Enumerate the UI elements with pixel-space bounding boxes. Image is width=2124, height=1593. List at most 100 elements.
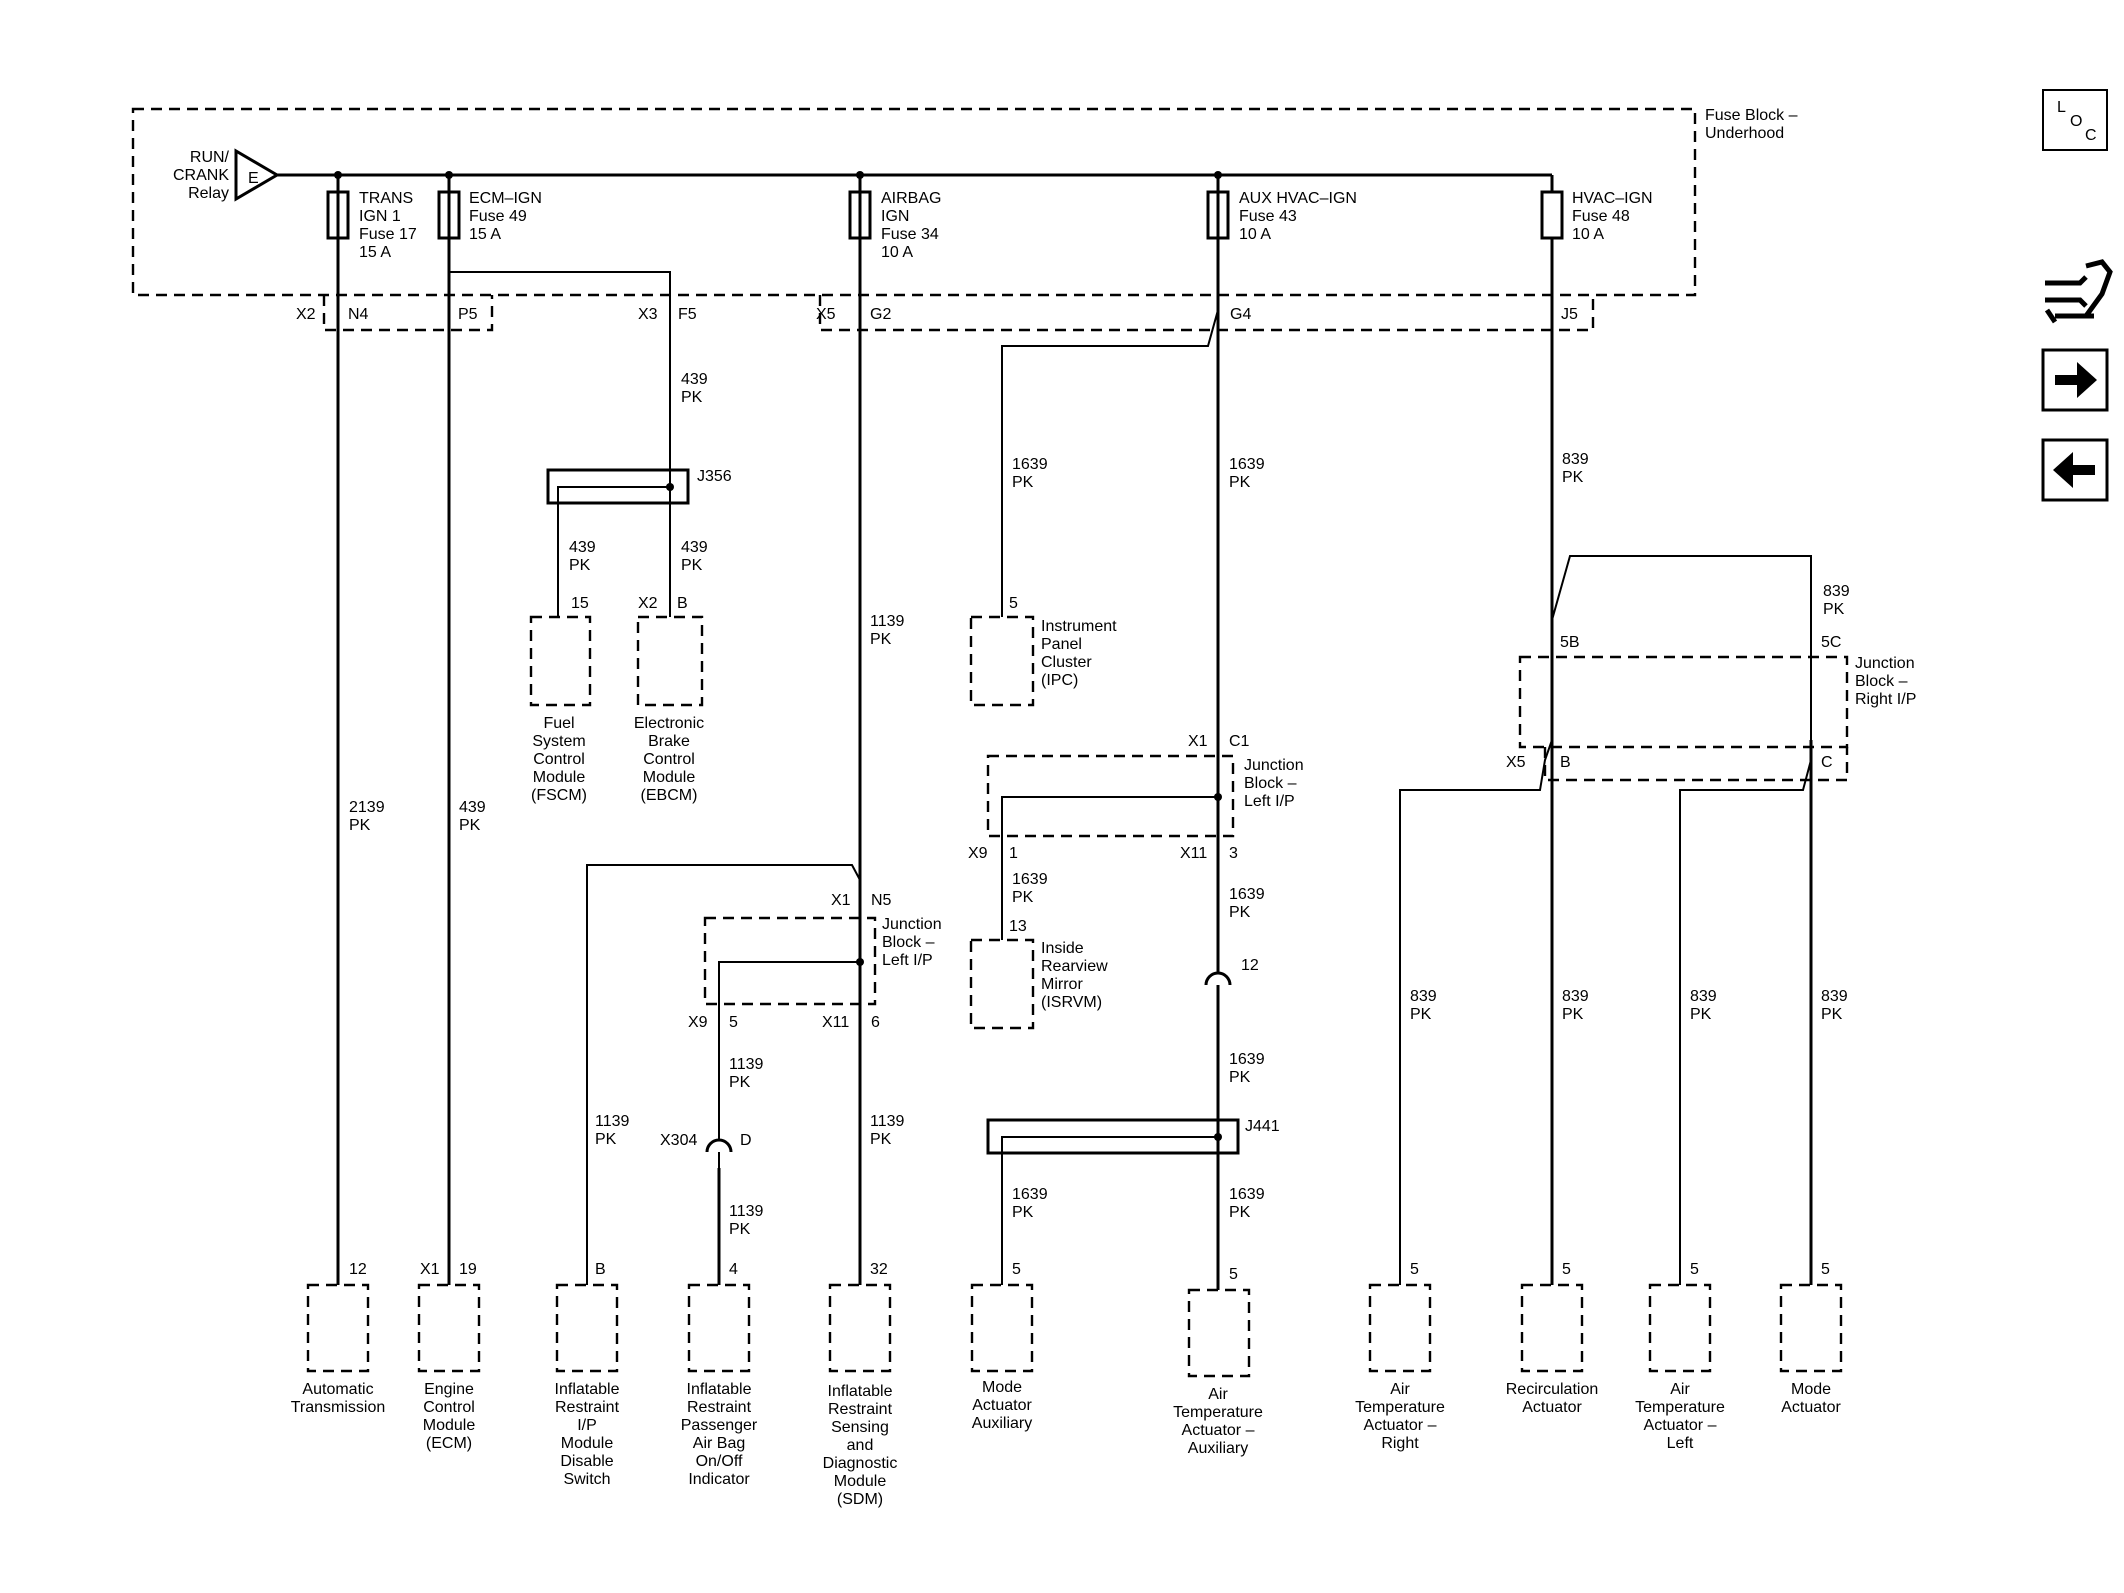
svg-text:Temperature: Temperature [1355, 1399, 1445, 1416]
svg-text:839: 839 [1821, 988, 1848, 1005]
svg-text:Electronic: Electronic [634, 715, 704, 732]
svg-text:and: and [847, 1437, 874, 1454]
svg-text:B: B [1560, 754, 1571, 771]
svg-text:Engine: Engine [424, 1381, 474, 1398]
svg-text:N5: N5 [871, 892, 892, 909]
ecm-connector [417, 1283, 481, 1373]
svg-text:1139: 1139 [870, 1113, 905, 1130]
svg-text:PK: PK [729, 1074, 751, 1091]
svg-text:5: 5 [1410, 1261, 1419, 1278]
svg-text:On/Off: On/Off [696, 1453, 743, 1470]
svg-text:PK: PK [1229, 474, 1251, 491]
bottom-pins: 12 X1 19 B 4 32 5 5 5 5 5 5 [349, 1261, 1830, 1283]
svg-text:1639: 1639 [1229, 886, 1265, 903]
svg-text:D: D [740, 1132, 752, 1149]
svg-text:839: 839 [1410, 988, 1437, 1005]
svg-text:Relay: Relay [188, 185, 229, 202]
svg-text:Air: Air [1670, 1381, 1690, 1398]
svg-text:10 A: 10 A [1239, 226, 1271, 243]
svg-text:Recirculation: Recirculation [1506, 1381, 1598, 1398]
svg-text:Disable: Disable [560, 1453, 613, 1470]
svg-text:5B: 5B [1560, 634, 1580, 651]
svg-text:5: 5 [1562, 1261, 1571, 1278]
svg-text:IGN: IGN [881, 208, 909, 225]
svg-text:5: 5 [1012, 1261, 1021, 1278]
svg-text:Diagnostic: Diagnostic [823, 1455, 898, 1472]
svg-text:Inflatable: Inflatable [687, 1381, 752, 1398]
svg-text:CRANK: CRANK [173, 167, 229, 184]
svg-text:10 A: 10 A [881, 244, 913, 261]
component-air-temp-actuator-right: Air Temperature Actuator – Right [1355, 1381, 1445, 1452]
svg-text:PK: PK [1229, 904, 1251, 921]
fuse-43: AUX HVAC–IGN Fuse 43 10 A [1206, 171, 1357, 340]
svg-text:Actuator –: Actuator – [1364, 1417, 1437, 1434]
svg-text:PK: PK [1562, 469, 1584, 486]
svg-text:Module: Module [533, 769, 586, 786]
svg-text:Switch: Switch [563, 1471, 610, 1488]
fuse-48: HVAC–IGN Fuse 48 10 A [1540, 175, 1653, 340]
svg-text:5: 5 [1229, 1266, 1238, 1283]
wire-labels: 439 PK 439 PK 439 PK 2139 PK 439 PK 1139… [349, 371, 1850, 1238]
svg-text:839: 839 [1690, 988, 1717, 1005]
svg-text:PK: PK [1410, 1006, 1432, 1023]
mode-actuator-aux-connector [970, 1283, 1034, 1373]
svg-text:839: 839 [1562, 451, 1589, 468]
svg-text:Actuator –: Actuator – [1644, 1417, 1717, 1434]
svg-text:12: 12 [349, 1261, 367, 1278]
svg-text:X2: X2 [638, 595, 658, 612]
svg-text:Fuse 43: Fuse 43 [1239, 208, 1297, 225]
svg-text:Left I/P: Left I/P [882, 952, 933, 969]
svg-text:4: 4 [729, 1261, 738, 1278]
svg-text:(SDM): (SDM) [837, 1491, 883, 1508]
svg-text:Restraint: Restraint [687, 1399, 752, 1416]
svg-text:X3: X3 [638, 306, 658, 323]
fuse-34: AIRBAG IGN Fuse 34 10 A [848, 171, 941, 340]
svg-text:PK: PK [459, 817, 481, 834]
svg-text:PK: PK [681, 557, 703, 574]
svg-text:15 A: 15 A [359, 244, 391, 261]
svg-text:5C: 5C [1821, 634, 1841, 651]
svg-text:1139: 1139 [870, 613, 905, 630]
svg-text:Instrument: Instrument [1041, 618, 1117, 635]
svg-text:2139: 2139 [349, 799, 385, 816]
arrow-right-icon[interactable] [2041, 348, 2109, 412]
svg-text:TRANS: TRANS [359, 190, 413, 207]
passenger-airbag-indicator-connector [687, 1283, 751, 1373]
svg-text:PK: PK [870, 631, 892, 648]
svg-text:Transmission: Transmission [291, 1399, 386, 1416]
svg-text:System: System [532, 733, 585, 750]
svg-text:P5: P5 [458, 306, 478, 323]
loc-button[interactable]: L O C [2042, 89, 2108, 151]
svg-text:Air: Air [1208, 1386, 1228, 1403]
ebcm-connector [636, 615, 704, 707]
component-air-temp-actuator-left: Air Temperature Actuator – Left [1635, 1381, 1725, 1452]
svg-text:Sensing: Sensing [831, 1419, 889, 1436]
component-ipc: Instrument Panel Cluster (IPC) [1041, 618, 1117, 689]
arrow-left-icon[interactable] [2041, 438, 2109, 502]
isrvm-connector [969, 938, 1035, 1030]
svg-text:1139: 1139 [729, 1203, 764, 1220]
svg-text:PK: PK [349, 817, 371, 834]
inline-connector-12: 12 [1204, 955, 1259, 986]
inline-connector-x304: X304 D [660, 1132, 752, 1285]
svg-text:X5: X5 [1506, 754, 1526, 771]
svg-text:Block –: Block – [882, 934, 935, 951]
svg-text:10 A: 10 A [1572, 226, 1604, 243]
svg-text:I/P: I/P [577, 1417, 597, 1434]
svg-text:439: 439 [681, 539, 708, 556]
svg-text:G2: G2 [870, 306, 891, 323]
component-sdm: Inflatable Restraint Sensing and Diagnos… [823, 1383, 898, 1508]
svg-text:Fuse 48: Fuse 48 [1572, 208, 1630, 225]
svg-text:PK: PK [1012, 1204, 1034, 1221]
component-recirculation-actuator: Recirculation Actuator [1506, 1381, 1598, 1416]
component-mode-actuator: Mode Actuator [1781, 1381, 1841, 1416]
svg-text:X2: X2 [296, 306, 316, 323]
connector-x2 [322, 295, 494, 332]
svg-text:PK: PK [1562, 1006, 1584, 1023]
fuse-17: TRANS IGN 1 Fuse 17 15 A [326, 171, 417, 340]
svg-text:Actuator: Actuator [972, 1397, 1032, 1414]
connector-tool-icon[interactable] [2044, 259, 2113, 324]
svg-text:(FSCM): (FSCM) [531, 787, 587, 804]
component-isrvm: Inside Rearview Mirror (ISRVM) [1041, 940, 1108, 1011]
